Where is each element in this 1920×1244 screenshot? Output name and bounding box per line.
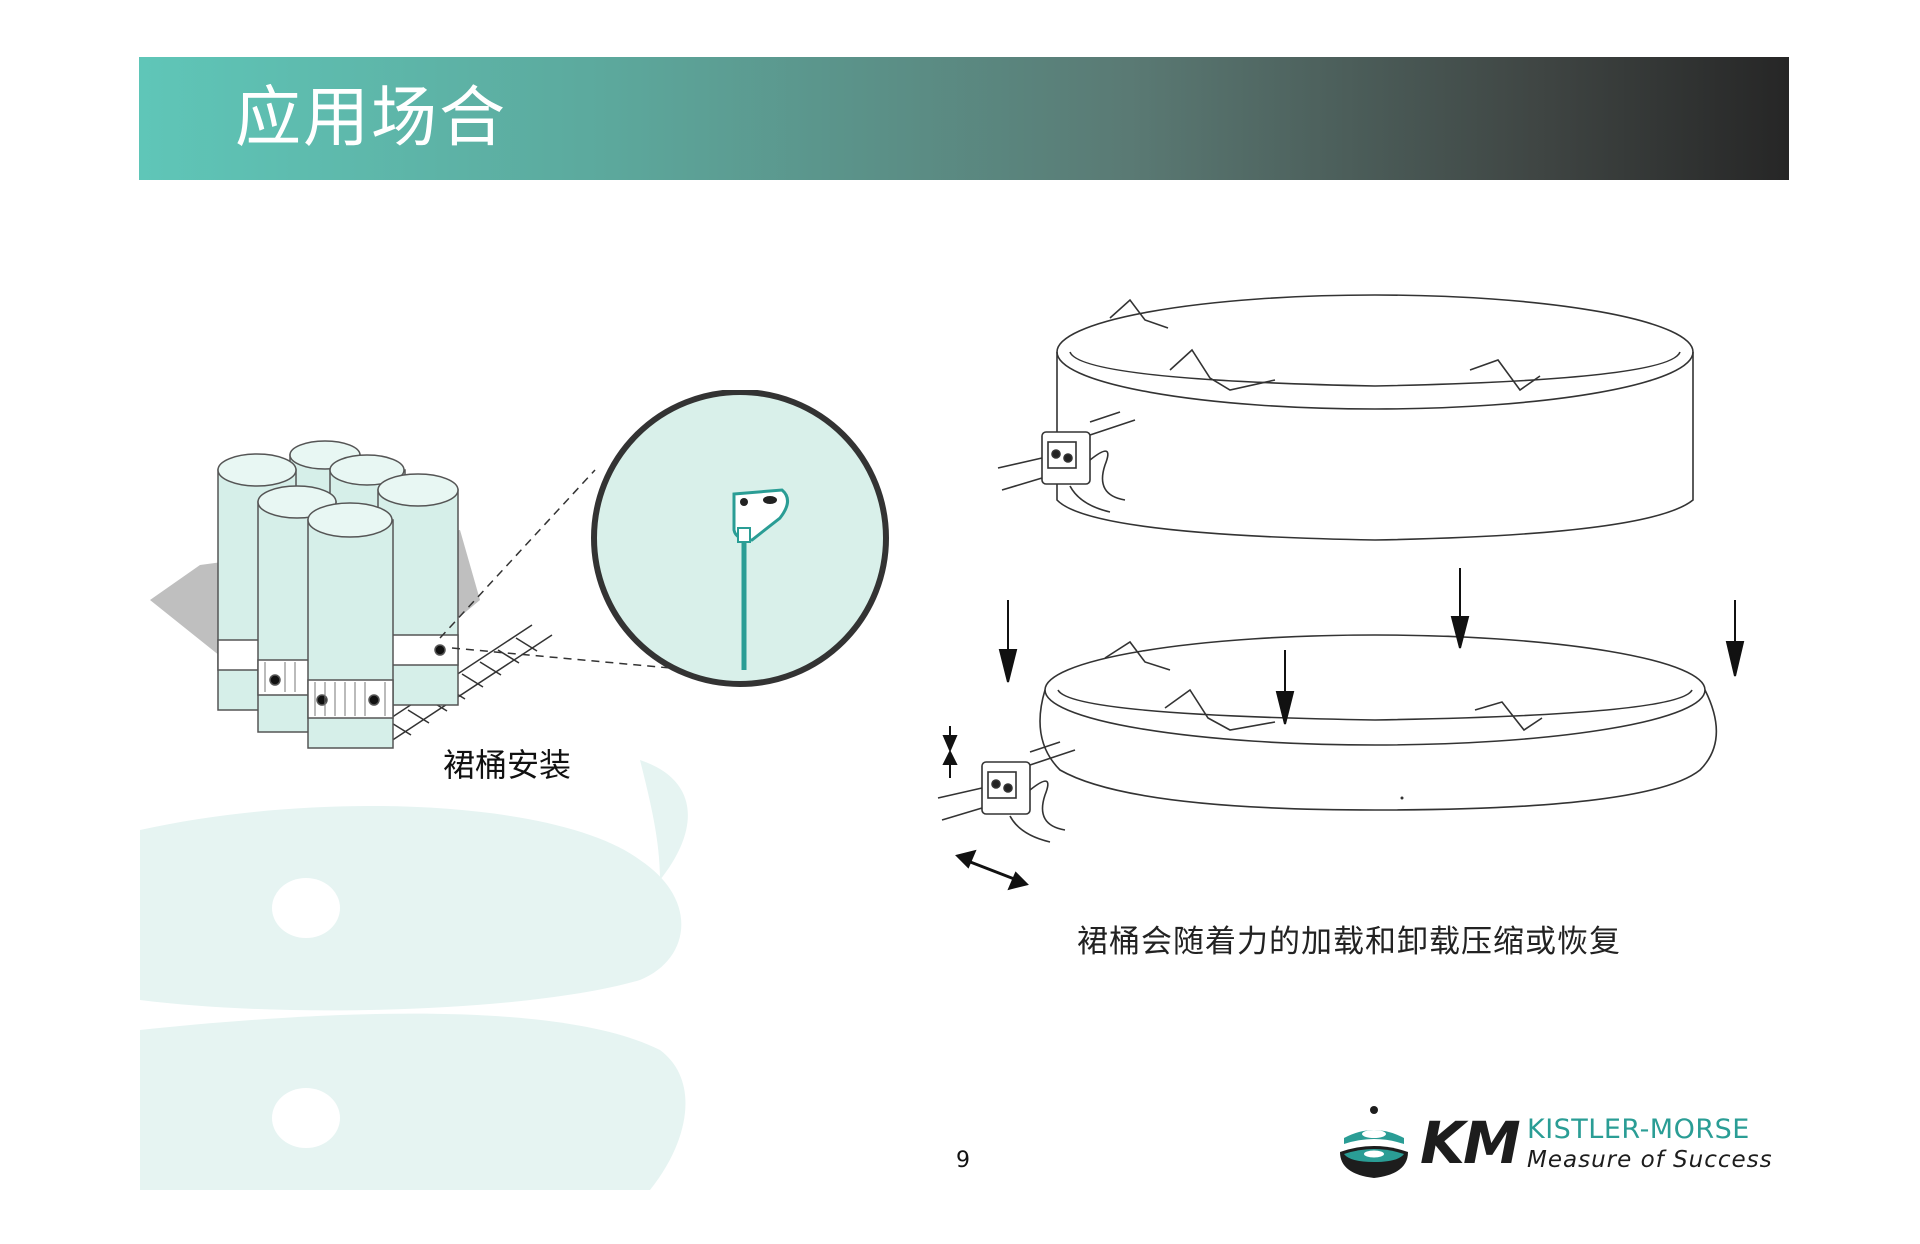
slide-header-bar: 应用场合 bbox=[139, 57, 1789, 180]
skirt-ring-unloaded bbox=[1056, 294, 1694, 541]
load-arrows bbox=[998, 568, 1745, 725]
kistler-morse-logo: KM KISTLER-MORSE Measure of Success bbox=[1336, 1104, 1786, 1194]
logo-monogram: KM bbox=[1420, 1109, 1521, 1177]
skirt-ring-loaded bbox=[1039, 634, 1718, 811]
logo-company-name: KISTLER-MORSE bbox=[1527, 1114, 1750, 1145]
page-number: 9 bbox=[956, 1148, 970, 1173]
logo-mark-icon bbox=[1340, 1106, 1408, 1178]
logo-tagline: Measure of Success bbox=[1527, 1147, 1773, 1173]
silo-skirt-installation-illustration bbox=[150, 390, 889, 749]
sensor-lower bbox=[937, 741, 1076, 843]
caption-skirt-installation: 裙桶安装 bbox=[443, 746, 572, 784]
sensor-upper bbox=[997, 411, 1136, 513]
compression-indicator bbox=[942, 726, 958, 778]
silo-front-right bbox=[307, 502, 394, 749]
slide-title: 应用场合 bbox=[235, 79, 507, 156]
skirt-compression-diagram bbox=[937, 294, 1745, 891]
caption-skirt-compression: 裙桶会随着力的加载和卸载压缩或恢复 bbox=[1077, 924, 1621, 960]
magnified-sensor-detail bbox=[591, 390, 889, 687]
displacement-arrow bbox=[955, 849, 1029, 891]
